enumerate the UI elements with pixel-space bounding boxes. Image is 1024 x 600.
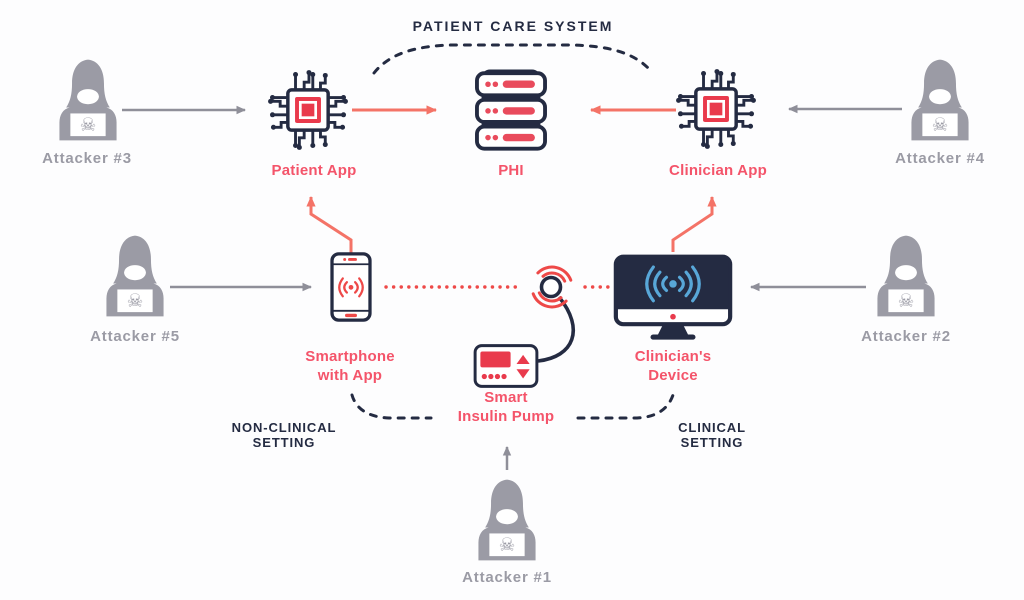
clinical-setting-label: CLINICAL SETTING xyxy=(678,420,746,450)
attacker-3-icon xyxy=(56,58,120,142)
sensor-signal-arc xyxy=(541,271,567,283)
insulin-pump-label: Smart Insulin Pump xyxy=(457,389,555,425)
smartphone-to-patient-app-arrow xyxy=(306,196,353,253)
non-clinical-setting-label: NON-CLINICAL SETTING xyxy=(231,420,337,450)
smartphone-icon xyxy=(328,252,374,322)
attacker-2-label: Attacker #2 xyxy=(861,328,951,345)
attacker-1-label: Attacker #1 xyxy=(462,569,552,586)
clinician-app-label: Clinician App xyxy=(669,162,767,179)
sensor-signal-arc xyxy=(531,292,568,309)
non-clinical-dashed-boundary xyxy=(350,393,433,420)
phi-label: PHI xyxy=(498,162,524,179)
attacker-4-label: Attacker #4 xyxy=(895,150,985,167)
attacker-5-icon xyxy=(103,234,167,318)
smartphone-label: Smartphone with App xyxy=(305,348,395,384)
attacker-3-label: Attacker #3 xyxy=(42,150,132,167)
sensor-signal-arc xyxy=(536,265,573,282)
clinical-dashed-boundary xyxy=(576,393,675,420)
clinician-device-label: Clinician's Device xyxy=(634,348,712,384)
clinician-app-chip-icon xyxy=(668,61,764,157)
pump-tube xyxy=(537,295,576,363)
attacker-5-label: Attacker #5 xyxy=(90,328,180,345)
diagram-title: PATIENT CARE SYSTEM xyxy=(412,18,614,34)
patient-app-chip-icon xyxy=(260,62,356,158)
attacker-1-icon xyxy=(475,478,539,562)
phi-server-icon xyxy=(465,64,557,156)
patient-app-label: Patient App xyxy=(271,162,357,179)
device-to-clinician-app-arrow xyxy=(671,196,717,252)
sensor-signal-arc xyxy=(537,291,563,303)
care-system-dashed-arc xyxy=(372,43,653,75)
clinician-device-monitor-icon xyxy=(612,253,734,342)
attacker-2-icon xyxy=(874,234,938,318)
attacker-4-icon xyxy=(908,58,972,142)
insulin-pump-icon xyxy=(473,343,539,389)
pump-sensor-icon xyxy=(539,275,563,299)
